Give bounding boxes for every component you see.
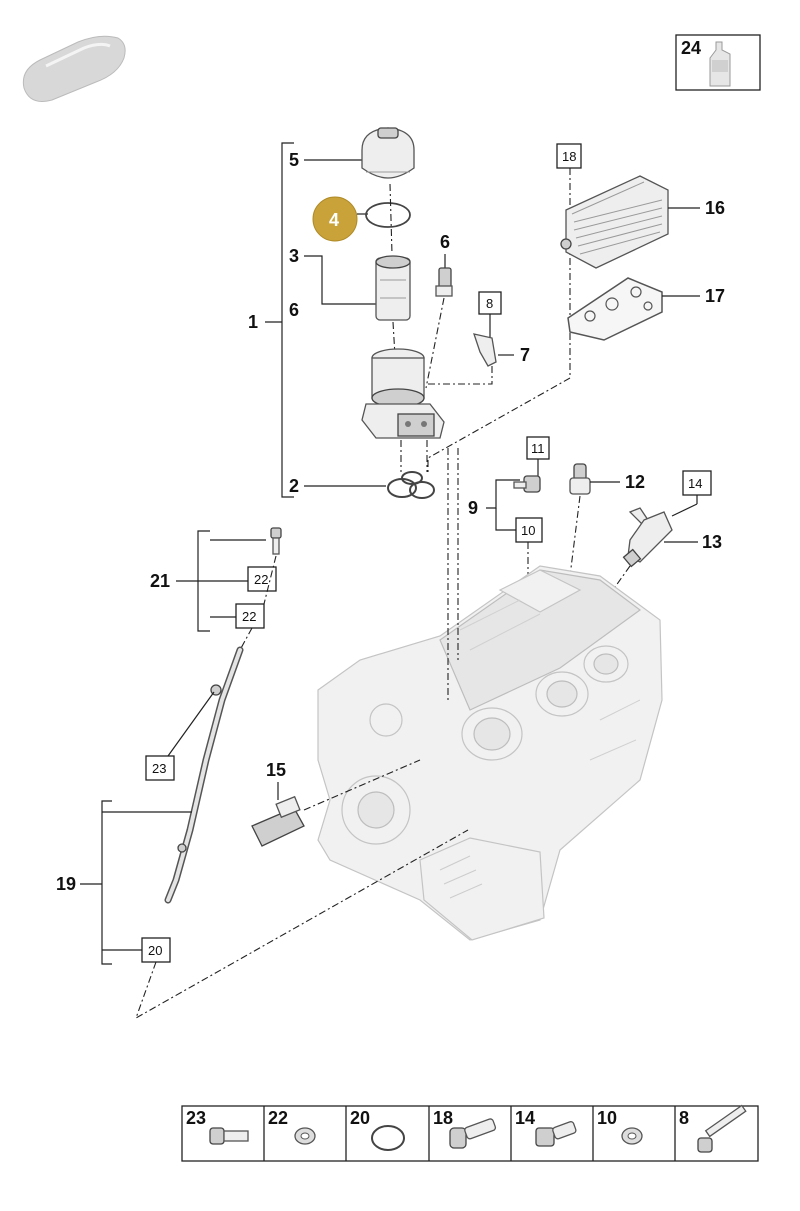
svg-text:8: 8	[486, 296, 493, 311]
ref-box-22-upper[interactable]	[247, 566, 277, 592]
hardware-cell-8[interactable]: 8	[679, 1104, 747, 1153]
callout-16[interactable]: 16	[705, 198, 725, 218]
callout-3[interactable]: 3	[289, 246, 299, 266]
oil-filter-element[interactable]	[375, 255, 411, 321]
svg-text:14: 14	[515, 1108, 535, 1128]
callout-17[interactable]: 17	[705, 286, 725, 306]
callout-1[interactable]: 1	[248, 312, 258, 332]
svg-text:10: 10	[521, 523, 535, 538]
bracket-part-7[interactable]	[473, 333, 497, 367]
o-ring-4[interactable]	[365, 202, 411, 228]
oil-filter-housing[interactable]	[361, 348, 445, 439]
svg-text:10: 10	[597, 1108, 617, 1128]
bracket-19	[101, 800, 112, 965]
long-bolt-icon	[697, 1104, 747, 1153]
ref-box-14[interactable]	[682, 470, 712, 496]
washer-icon	[294, 1127, 316, 1145]
ref-box-22-lower[interactable]	[235, 603, 265, 629]
sensor-9[interactable]	[513, 475, 541, 493]
hex-bolt-icon	[535, 1121, 577, 1147]
svg-text:20: 20	[148, 943, 162, 958]
bolt-21[interactable]	[270, 527, 282, 555]
cooler-gasket-17[interactable]	[567, 277, 663, 341]
ref-box-10[interactable]	[515, 517, 543, 543]
bracket-1	[281, 142, 294, 498]
svg-text:18: 18	[433, 1108, 453, 1128]
hardware-cell-18[interactable]: 18	[433, 1108, 497, 1149]
sensor-12[interactable]	[569, 463, 591, 495]
washer-icon	[621, 1127, 643, 1145]
oil-bottle-icon	[709, 41, 731, 87]
car-thumbnail-icon	[22, 35, 126, 102]
callout-15[interactable]: 15	[266, 760, 286, 780]
callout-6-left[interactable]: 6	[289, 300, 299, 320]
engine-block	[317, 565, 663, 941]
svg-text:22: 22	[268, 1108, 288, 1128]
dipstick-tube-19[interactable]	[164, 646, 244, 904]
ref-box-23[interactable]	[145, 755, 175, 781]
svg-text:22: 22	[242, 609, 256, 624]
callout-5[interactable]: 5	[289, 150, 299, 170]
svg-text:22: 22	[254, 572, 268, 587]
hardware-cell-10[interactable]: 10	[597, 1108, 643, 1145]
callout-4-highlighted[interactable]: 4	[312, 196, 358, 242]
callout-24: 24	[681, 38, 701, 58]
hardware-cell-23[interactable]: 23	[186, 1108, 249, 1145]
oil-pressure-sensor-6[interactable]	[435, 267, 453, 297]
callout-21[interactable]: 21	[150, 571, 170, 591]
callout-12[interactable]: 12	[625, 472, 645, 492]
hardware-cell-14[interactable]: 14	[515, 1108, 577, 1147]
callout-4: 4	[329, 210, 339, 230]
svg-text:18: 18	[562, 149, 576, 164]
camshaft-solenoid-13[interactable]	[622, 507, 673, 568]
o-ring-icon	[371, 1125, 405, 1151]
oil-cooler-16[interactable]	[560, 175, 669, 269]
svg-text:20: 20	[350, 1108, 370, 1128]
callout-19[interactable]: 19	[56, 874, 76, 894]
bolt-icon	[209, 1127, 249, 1145]
hardware-cell-20[interactable]: 20	[350, 1108, 405, 1151]
ref-box-18[interactable]	[556, 143, 582, 169]
svg-text:23: 23	[152, 761, 166, 776]
svg-text:8: 8	[679, 1108, 689, 1128]
hardware-cell-22[interactable]: 22	[268, 1108, 316, 1145]
callout-9[interactable]: 9	[468, 498, 478, 518]
oil-level-sensor-15[interactable]	[251, 795, 305, 847]
callout-13[interactable]: 13	[702, 532, 722, 552]
svg-text:14: 14	[688, 476, 702, 491]
callout-6[interactable]: 6	[440, 232, 450, 252]
gasket-set-2[interactable]	[387, 471, 435, 499]
callout-7[interactable]: 7	[520, 345, 530, 365]
bolt-icon	[449, 1118, 497, 1149]
svg-text:11: 11	[531, 441, 545, 456]
callout-2[interactable]: 2	[289, 476, 299, 496]
svg-text:23: 23	[186, 1108, 206, 1128]
oil-filter-cap[interactable]	[361, 127, 415, 179]
